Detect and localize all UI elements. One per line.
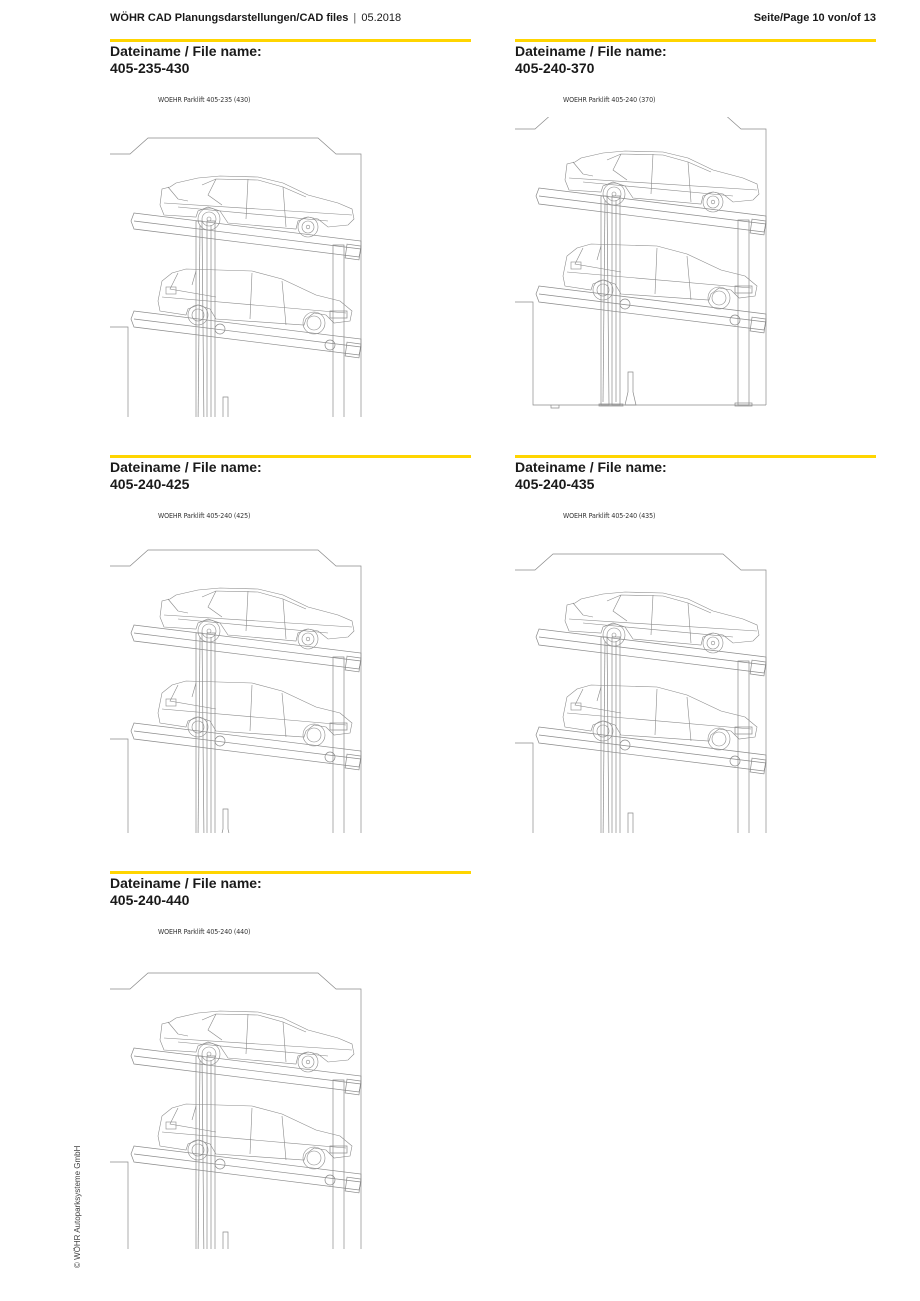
file-name-label: Dateiname / File name: bbox=[110, 875, 262, 891]
cad-file-panel-3: Dateiname / File name: 405-240-425 WOEHR… bbox=[110, 455, 472, 855]
parklift-cad-drawing bbox=[110, 117, 372, 417]
page-number: Seite/Page 10 von/of 13 bbox=[753, 12, 876, 24]
drawing-caption: WOEHR Parklift 405-240 (370) bbox=[563, 96, 656, 104]
drawing-caption: WOEHR Parklift 405-240 (425) bbox=[158, 512, 251, 520]
parklift-cad-drawing bbox=[515, 533, 777, 833]
parklift-cad-drawing bbox=[110, 949, 372, 1249]
accent-divider bbox=[515, 455, 876, 458]
copyright-notice: © WÖHR Autoparksysteme GmbH bbox=[73, 1145, 82, 1268]
drawing-caption: WOEHR Parklift 405-240 (435) bbox=[563, 512, 656, 520]
file-name-label: Dateiname / File name: bbox=[110, 459, 262, 475]
cad-file-panel-5: Dateiname / File name: 405-240-440 WOEHR… bbox=[110, 871, 472, 1271]
document-date: 05.2018 bbox=[361, 12, 402, 24]
document-title: WÖHR CAD Planungsdarstellungen/CAD files bbox=[110, 12, 349, 24]
cad-file-panel-2: Dateiname / File name: 405-240-370 WOEHR… bbox=[515, 39, 877, 439]
accent-divider bbox=[515, 39, 876, 42]
cad-file-panel-4: Dateiname / File name: 405-240-435 WOEHR… bbox=[515, 455, 877, 855]
file-name: 405-240-440 bbox=[110, 892, 190, 908]
accent-divider bbox=[110, 871, 471, 874]
parklift-cad-drawing bbox=[515, 117, 777, 417]
file-name: 405-240-435 bbox=[515, 476, 595, 492]
cad-file-panel-1: Dateiname / File name: 405-235-430 WOEHR… bbox=[110, 39, 472, 439]
file-name-label: Dateiname / File name: bbox=[515, 459, 667, 475]
document-header-title-block: WÖHR CAD Planungsdarstellungen/CAD files… bbox=[110, 12, 401, 24]
file-name: 405-240-425 bbox=[110, 476, 190, 492]
drawing-caption: WOEHR Parklift 405-235 (430) bbox=[158, 96, 251, 104]
file-name-label: Dateiname / File name: bbox=[110, 43, 262, 59]
file-name-label: Dateiname / File name: bbox=[515, 43, 667, 59]
parklift-cad-drawing bbox=[110, 533, 372, 833]
header-separator: | bbox=[353, 12, 357, 24]
file-name: 405-240-370 bbox=[515, 60, 595, 76]
drawing-caption: WOEHR Parklift 405-240 (440) bbox=[158, 928, 251, 936]
file-name: 405-235-430 bbox=[110, 60, 190, 76]
accent-divider bbox=[110, 455, 471, 458]
accent-divider bbox=[110, 39, 471, 42]
